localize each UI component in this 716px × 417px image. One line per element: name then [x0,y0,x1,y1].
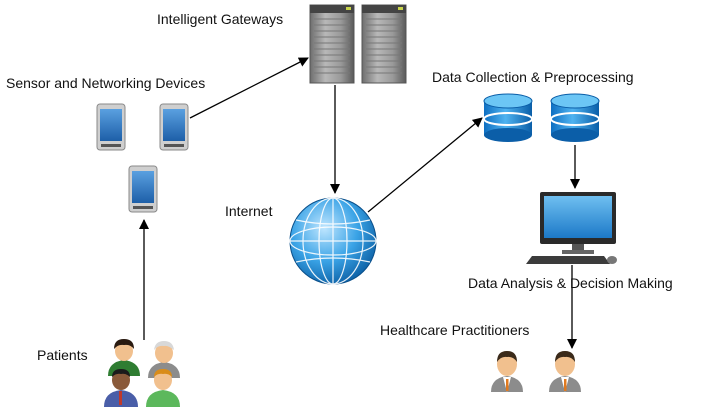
database-icon [483,93,533,143]
phone-icon [96,103,126,151]
server-icon [361,4,407,84]
person-icon [146,369,180,407]
phone-icon [128,165,158,213]
database-icon [550,93,600,143]
person-icon [549,351,581,392]
computer-monitor-icon [526,192,617,264]
label-data-analysis-decision-making: Data Analysis & Decision Making [468,275,673,291]
label-sensor-networking-devices: Sensor and Networking Devices [6,75,206,91]
person-icon [104,369,138,407]
phone-icon [159,103,189,151]
label-healthcare-practitioners: Healthcare Practitioners [380,322,530,338]
server-icon [309,4,355,84]
label-patients: Patients [37,347,88,363]
label-data-collection-preprocessing: Data Collection & Preprocessing [432,69,634,85]
person-icon [491,351,523,392]
label-intelligent-gateways: Intelligent Gateways [157,11,284,27]
globe-icon [289,197,377,285]
arrow-phone-to-gateway [189,57,309,119]
arrow-internet-to-database [367,117,483,213]
label-internet: Internet [225,203,273,219]
